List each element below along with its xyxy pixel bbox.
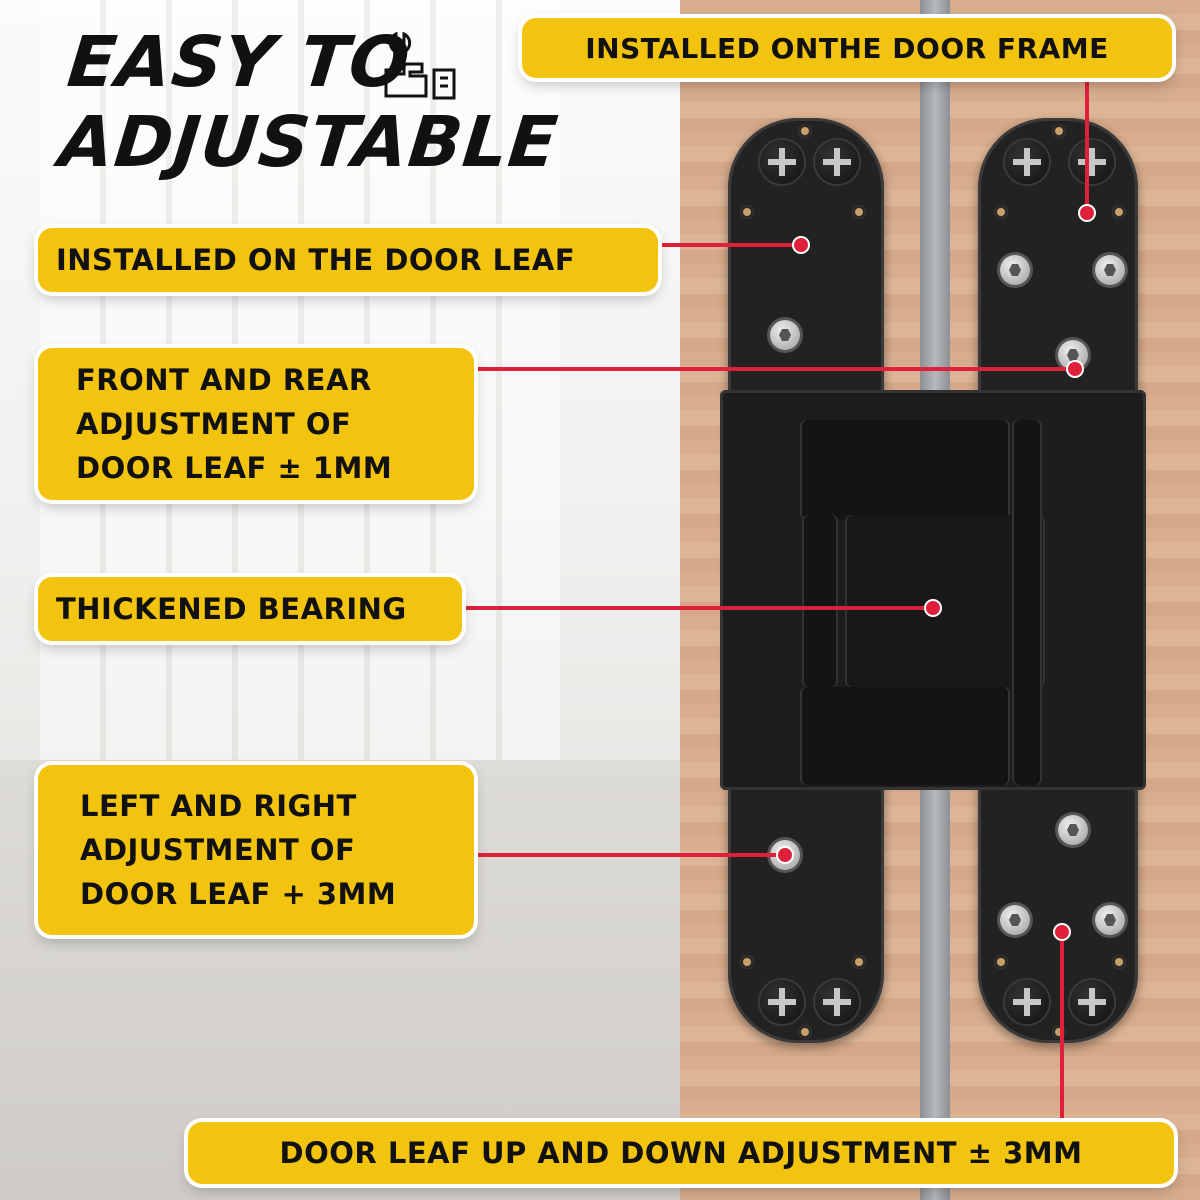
mounting-hole: [994, 205, 1008, 219]
mounting-hole: [852, 205, 866, 219]
callout-up-down-text: DOOR LEAF UP AND DOWN ADJUSTMENT ± 3MM: [279, 1136, 1083, 1170]
leader-front-rear: [474, 367, 1074, 371]
leader-frame-dot: [1080, 206, 1094, 220]
leader-leaf: [658, 243, 798, 247]
callout-left-right-line-2: ADJUSTMENT OF: [80, 833, 356, 867]
screw-icon: [760, 140, 804, 184]
hinge-pin-right: [1012, 420, 1042, 785]
screw-icon: [1070, 140, 1114, 184]
screw-icon: [815, 980, 859, 1024]
hinge-knuckle-top: [800, 420, 1010, 520]
callout-up-down: DOOR LEAF UP AND DOWN ADJUSTMENT ± 3MM: [188, 1122, 1174, 1184]
mounting-hole: [1052, 124, 1066, 138]
mounting-hole: [1112, 205, 1126, 219]
leader-bearing-dot: [926, 601, 940, 615]
callout-left-right: LEFT AND RIGHT ADJUSTMENT OF DOOR LEAF +…: [38, 765, 474, 935]
title-line-1: EASY TO: [63, 21, 415, 103]
callout-front-rear: FRONT AND REAR ADJUSTMENT OF DOOR LEAF ±…: [38, 348, 474, 500]
leader-up-down: [1060, 930, 1064, 1122]
mounting-hole: [740, 955, 754, 969]
leader-up-down-dot: [1055, 925, 1069, 939]
wrench-hand-icon: [384, 31, 456, 100]
mounting-hole: [994, 955, 1008, 969]
screw-icon: [1005, 980, 1049, 1024]
leader-left-right-dot: [778, 848, 792, 862]
screw-icon: [760, 980, 804, 1024]
callout-left-right-line-3: DOOR LEAF + 3MM: [80, 877, 397, 911]
callout-door-leaf-text: INSTALLED ON THE DOOR LEAF: [56, 243, 576, 277]
screw-icon: [1070, 980, 1114, 1024]
mounting-hole: [852, 955, 866, 969]
adjustment-bolt-icon: [1000, 255, 1030, 285]
callout-bearing: THICKENED BEARING: [38, 577, 462, 641]
adjustment-bolt-icon: [1058, 815, 1088, 845]
page-title: EASY TO ADJUSTABLE: [55, 21, 571, 183]
callout-bearing-text: THICKENED BEARING: [56, 592, 407, 626]
screw-icon: [1005, 140, 1049, 184]
leader-bearing: [462, 606, 932, 610]
callout-front-rear-line-2: ADJUSTMENT OF: [76, 407, 352, 441]
callout-front-rear-line-3: DOOR LEAF ± 1MM: [76, 451, 393, 485]
title-line-2: ADJUSTABLE: [55, 101, 562, 183]
leader-leaf-dot: [794, 238, 808, 252]
hinge-knuckle-bottom: [800, 687, 1010, 785]
mounting-hole: [740, 205, 754, 219]
callout-door-leaf: INSTALLED ON THE DOOR LEAF: [38, 228, 658, 292]
hinge-knuckle-middle: [845, 515, 1045, 687]
callout-left-right-line-1: LEFT AND RIGHT: [80, 789, 357, 823]
adjustment-bolt-icon: [1095, 255, 1125, 285]
mounting-hole: [1112, 955, 1126, 969]
callout-door-frame-text: INSTALLED ONTHE DOOR FRAME: [585, 31, 1109, 65]
adjustment-bolt-icon: [770, 320, 800, 350]
adjustment-bolt-icon: [1000, 905, 1030, 935]
leader-left-right: [474, 853, 784, 857]
leader-front-rear-dot: [1068, 362, 1082, 376]
callout-door-frame: INSTALLED ONTHE DOOR FRAME: [522, 18, 1172, 78]
callout-front-rear-line-1: FRONT AND REAR: [76, 363, 372, 397]
adjustment-bolt-icon: [1095, 905, 1125, 935]
mounting-hole: [798, 124, 812, 138]
screw-icon: [815, 140, 859, 184]
mounting-hole: [798, 1025, 812, 1039]
leader-frame: [1085, 82, 1089, 212]
hinge-pin-left: [802, 515, 838, 687]
